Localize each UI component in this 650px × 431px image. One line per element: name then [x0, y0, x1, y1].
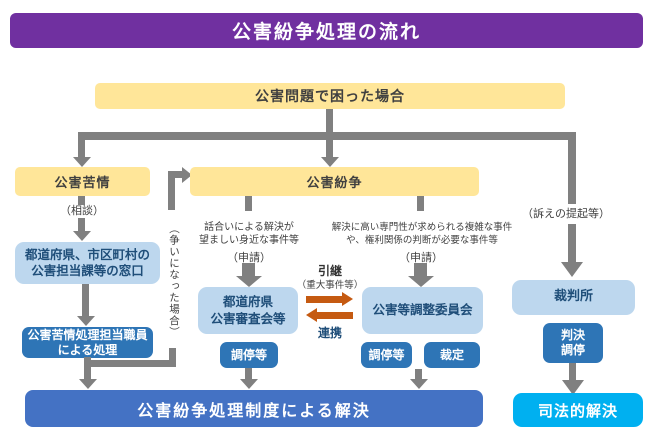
connector-start-down [326, 109, 333, 133]
national-desc-line1: 解決に高い専門性が求められる複雑な事件 [331, 222, 513, 233]
staff-line1: 公害苦情処理担当職員 [27, 327, 148, 342]
transfer-note: （重大事件等） [296, 280, 364, 291]
verdict-line2: 調停 [560, 343, 585, 357]
dispute-box: 公害紛争 [190, 167, 479, 196]
court-box: 裁判所 [512, 280, 635, 315]
consult-note: （相談） [60, 204, 104, 217]
connector-consult-down [78, 218, 85, 231]
arrowhead-to-complaint-icon [73, 157, 91, 167]
verdict-line1: 判決 [560, 328, 585, 342]
mediation-left-box: 調停等 [220, 342, 278, 368]
epdcc-box: 公害等調整委員会 [362, 287, 483, 334]
judicial-result-box: 司法的解決 [513, 393, 643, 427]
staff-line2: による処理 [57, 342, 118, 357]
suit-note: （訴えの提起等） [522, 207, 610, 220]
local-window-line2: 公害担当課等の窓口 [31, 263, 144, 278]
connector-window-down [82, 284, 89, 316]
arrowhead-staff-result-icon [79, 379, 97, 389]
connector-to-dispute [326, 140, 333, 157]
council-line2: 公害審査会等 [210, 310, 286, 326]
connector-to-court-lower [568, 224, 576, 262]
national-apply-note: （申請） [399, 251, 443, 264]
local-desc-line2: 望ましい身近な事件等 [199, 235, 299, 246]
arrowhead-verdict-icon [562, 380, 584, 395]
council-line1: 都道府県 [222, 294, 273, 310]
arrowhead-national-apply-icon [408, 276, 434, 287]
connector-verdict-down [569, 363, 576, 380]
connector-local-apply-down [242, 263, 255, 276]
local-desc-line1: 話合いによる解決が [204, 222, 294, 233]
arrowhead-escalation-icon [182, 167, 192, 183]
cooperation-label: 連携 [317, 326, 342, 340]
transfer-arrow-icon [342, 292, 353, 306]
verdict-box: 判決 調停 [543, 323, 603, 363]
cooperation-arrow-shaft [317, 312, 353, 319]
complaint-box: 公害苦情 [15, 167, 150, 196]
national-desc: 解決に高い専門性が求められる複雑な事件 や、権利関係の判断が必要な事件等 [327, 221, 517, 247]
connector-national-apply-down [414, 263, 427, 276]
connector-escalation-horizontal [84, 360, 176, 367]
cooperation-arrow-icon [306, 308, 317, 322]
arrowhead-consult-icon [73, 231, 91, 241]
national-desc-line2: や、権利関係の判断が必要な事件等 [346, 235, 498, 246]
connector-escalation-lower [169, 348, 176, 367]
arrowhead-mediation-left-icon [240, 379, 258, 389]
transfer-arrow-shaft [306, 296, 342, 303]
local-desc: 話合いによる解決が 望ましい身近な事件等 [184, 221, 314, 247]
prefectural-council-box: 都道府県 公害審査会等 [198, 287, 298, 334]
connector-mediation-left-down [245, 368, 252, 379]
connector-to-complaint [78, 140, 85, 157]
arrowhead-to-court-icon [561, 262, 583, 277]
connector-escalation-upper [168, 174, 175, 210]
mediation-right-box: 調停等 [361, 342, 412, 368]
system-result-bar: 公害紛争処理制度による解決 [25, 390, 483, 427]
page-title: 公害紛争処理の流れ [10, 13, 643, 48]
arrowhead-to-dispute-icon [321, 157, 339, 167]
connector-complaint-stub [78, 196, 85, 205]
adjudication-box: 裁定 [424, 342, 480, 368]
connector-national-down [415, 369, 422, 379]
start-box: 公害問題で困った場合 [95, 83, 565, 109]
connector-to-court-upper [568, 140, 576, 204]
arrowhead-local-apply-icon [236, 276, 262, 287]
local-window-box: 都道府県、市区町村の 公害担当課等の窓口 [15, 242, 160, 284]
connector-escalation-elbow [168, 171, 182, 178]
arrowhead-window-icon [77, 316, 95, 326]
connector-staff-down [84, 357, 91, 379]
escalation-note: （争いになった場合） [168, 222, 180, 338]
local-window-line1: 都道府県、市区町村の [24, 246, 150, 262]
arrowhead-national-down-icon [410, 379, 428, 389]
transfer-label: 引継 [317, 264, 342, 278]
connector-distribution-bar [78, 132, 576, 140]
connector-dispute-left-stub [245, 196, 252, 211]
local-apply-note: （申請） [227, 251, 271, 264]
staff-box: 公害苦情処理担当職員 による処理 [22, 327, 153, 358]
connector-dispute-right-stub [417, 196, 424, 211]
